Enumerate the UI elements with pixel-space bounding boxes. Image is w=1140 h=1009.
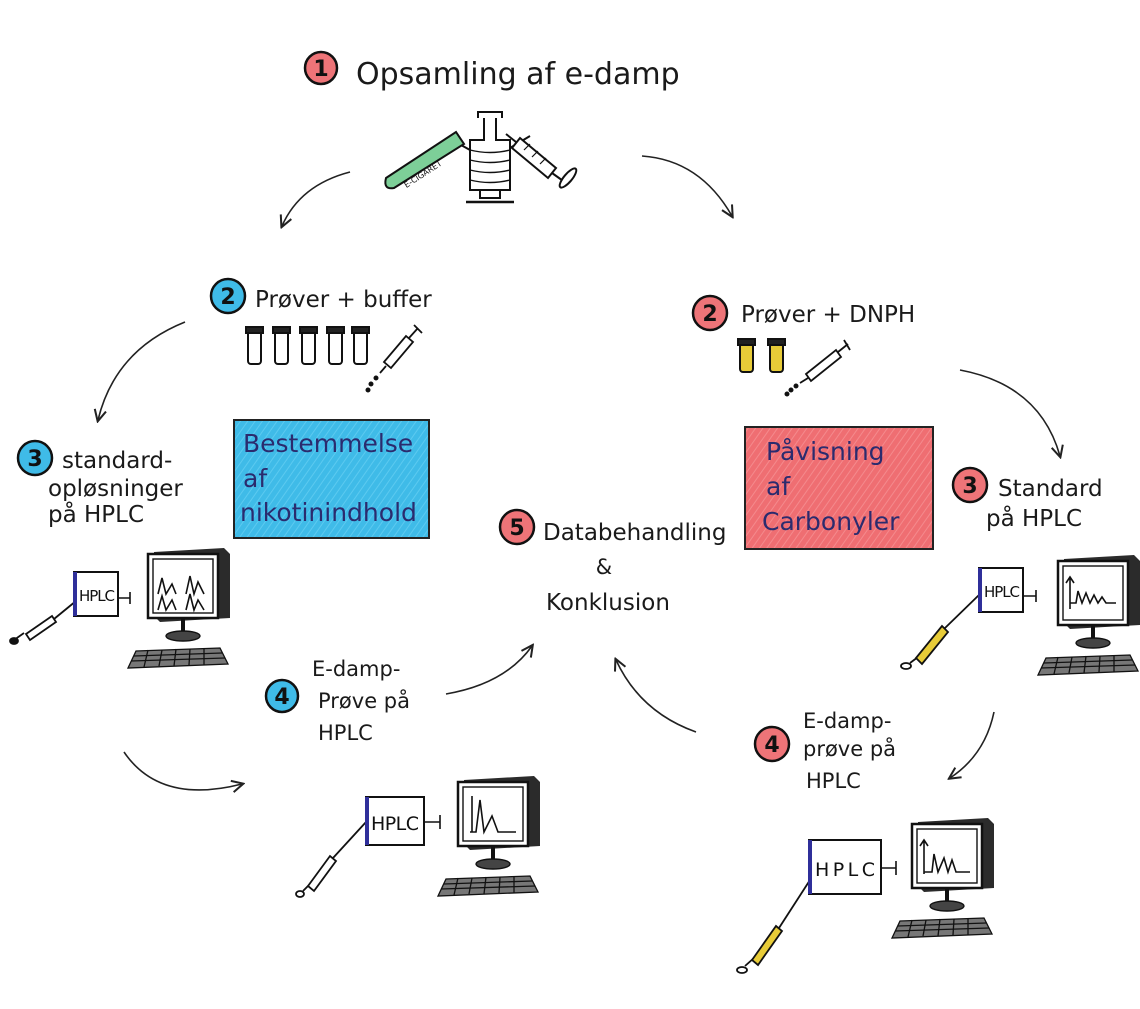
right-step-4-line-2: prøve på (803, 736, 896, 761)
ecigarette-icon: E-CIGARET (384, 130, 466, 190)
carbonyl-box-line-2: af (766, 472, 791, 501)
left-step-3-line-1: standard- (62, 448, 172, 474)
right-step-4-number: 4 (764, 733, 779, 758)
hplc-label: HPLC (79, 587, 115, 605)
left-step-3-number-circle (16, 439, 54, 477)
syringe-icon (295, 821, 367, 898)
step-1-label: Opsamling af e-damp (356, 57, 680, 92)
collection-apparatus-icon (451, 111, 531, 204)
hplc-instrument-icon: HPLC (73, 571, 131, 617)
left-step-3-number: 3 (27, 447, 42, 472)
right-step-4-line-3: HPLC (806, 769, 861, 793)
vial-icon (737, 338, 786, 373)
left-step-2: 2 Prøver + buffer (209, 277, 432, 315)
syringe-icon (505, 133, 578, 189)
carbonyl-box-line-1: Påvisning (766, 437, 885, 466)
right-step-3-line-2: på HPLC (986, 504, 1082, 532)
right-step-2: 2 Prøver + DNPH (691, 294, 915, 332)
arrow-icon (641, 155, 732, 216)
hplc-label: HPLC (984, 583, 1020, 601)
nicotine-box-line-1: Bestemmelse (243, 429, 413, 458)
syringe-icon (736, 879, 811, 974)
right-step-3-number: 3 (962, 474, 977, 499)
syringe-icon (9, 600, 77, 645)
right-step-2-number-circle (691, 294, 729, 332)
left-step-4-line-2: Prøve på (318, 688, 410, 713)
hplc-label: HPLC (371, 813, 419, 835)
step-5-line-1: Databehandling (543, 520, 726, 546)
step-5-number-circle (498, 508, 536, 546)
right-step-4-hplc: HPLC (736, 816, 996, 974)
right-step-2-number: 2 (702, 302, 717, 327)
right-step-4-line-1: E-damp- (803, 709, 891, 733)
left-step-2-number: 2 (220, 285, 235, 310)
left-step-4-line-1: E-damp- (312, 657, 400, 681)
syringe-icon (365, 324, 423, 393)
right-step-4-number-circle (753, 725, 791, 763)
arrow-icon (445, 646, 532, 695)
computer-monitor-icon (1036, 553, 1140, 677)
hplc-instrument-icon: HPLC (365, 796, 441, 846)
arrow-icon (98, 321, 186, 420)
left-step-3-line-3: på HPLC (48, 500, 144, 528)
hplc-instrument-icon: HPLC (808, 839, 897, 895)
step-1-number: 1 (313, 57, 328, 82)
nicotine-box-line-3: nikotinindhold (240, 498, 417, 527)
step-1-number-circle (303, 50, 339, 86)
step-5-line-3: Konklusion (546, 590, 670, 616)
hplc-instrument-icon: HPLC (978, 567, 1037, 613)
left-step-3-line-2: opløsninger (48, 476, 183, 502)
left-step-2-number-circle (209, 277, 247, 315)
left-step-4-line-3: HPLC (318, 721, 373, 745)
arrow-icon (123, 751, 242, 790)
vial-icon (245, 326, 370, 365)
left-step-2-label: Prøver + buffer (255, 287, 432, 313)
left-step-4-number: 4 (274, 685, 289, 710)
computer-monitor-icon (890, 816, 996, 940)
right-step-4: 4 E-damp- prøve på HPLC (753, 709, 896, 793)
right-step-3-number-circle (951, 466, 989, 504)
left-step-4-number-circle (264, 678, 300, 714)
step-5: 5 Databehandling & Konklusion (498, 508, 726, 616)
arrow-icon (282, 171, 351, 226)
right-step-3: 3 Standard på HPLC (951, 466, 1103, 532)
arrow-icon (616, 660, 697, 733)
nicotine-determination-box: Bestemmelse af nikotinindhold (233, 419, 430, 539)
step-5-number: 5 (509, 516, 524, 541)
left-step-4: 4 E-damp- Prøve på HPLC (264, 657, 410, 745)
carbonyl-box-line-3: Carbonyler (762, 507, 900, 536)
right-step-2-label: Prøver + DNPH (741, 302, 915, 328)
right-step-3-hplc: HPLC (900, 553, 1140, 677)
computer-monitor-icon (436, 774, 542, 898)
right-step-3-line-1: Standard (998, 476, 1103, 502)
nicotine-box-line-2: af (243, 464, 268, 493)
syringe-icon (900, 593, 981, 670)
syringe-icon (784, 339, 851, 397)
arrow-icon (950, 711, 995, 778)
left-step-4-hplc: HPLC (295, 774, 542, 898)
computer-monitor-icon (126, 546, 232, 670)
left-step-3-hplc: HPLC (9, 546, 232, 670)
step-5-line-2: & (596, 555, 612, 579)
step-1: 1 Opsamling af e-damp (303, 50, 680, 92)
carbonyl-detection-box: Påvisning af Carbonyler (744, 426, 934, 550)
left-step-3: 3 standard- opløsninger på HPLC (16, 439, 183, 528)
arrow-icon (959, 369, 1060, 456)
